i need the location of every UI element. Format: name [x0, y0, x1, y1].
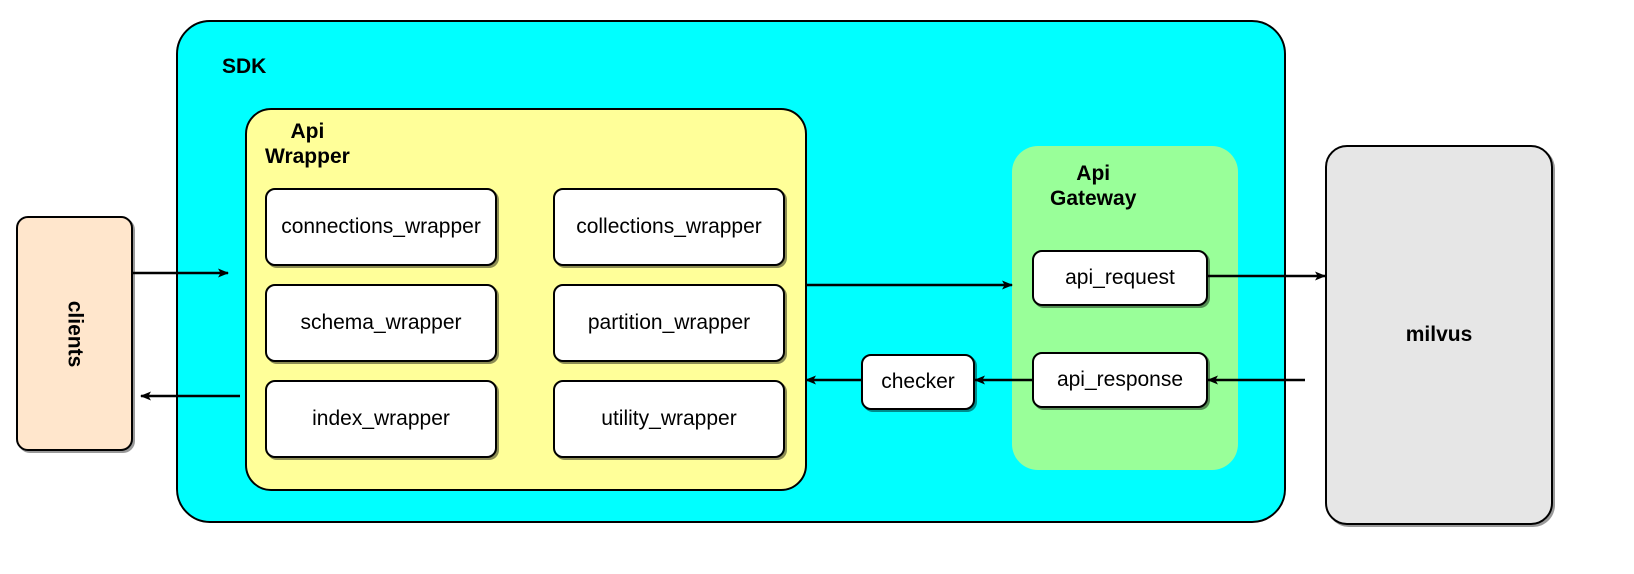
node-utility-wrapper[interactable]: utility_wrapper — [553, 380, 785, 458]
node-connections-wrapper[interactable]: connections_wrapper — [265, 188, 497, 266]
node-label: partition_wrapper — [587, 311, 751, 334]
node-collections-wrapper[interactable]: collections_wrapper — [553, 188, 785, 266]
sdk-container-label: SDK — [222, 55, 267, 78]
api-gateway-container: Api Gateway — [1012, 146, 1238, 470]
node-api-response[interactable]: api_response — [1032, 352, 1208, 408]
api-gateway-container-label: Api Gateway — [1050, 162, 1137, 210]
milvus-label: milvus — [1405, 323, 1473, 346]
node-label: api_request — [1065, 266, 1175, 289]
node-label: collections_wrapper — [576, 215, 762, 238]
node-partition-wrapper[interactable]: partition_wrapper — [553, 284, 785, 362]
node-label: api_response — [1056, 368, 1184, 391]
node-label: schema_wrapper — [300, 311, 462, 334]
api-wrapper-container-label: Api Wrapper — [265, 120, 350, 168]
node-label: index_wrapper — [312, 407, 450, 430]
milvus-box[interactable]: milvus — [1325, 145, 1553, 525]
node-checker[interactable]: checker — [861, 354, 975, 410]
node-label: utility_wrapper — [601, 407, 737, 430]
node-index-wrapper[interactable]: index_wrapper — [265, 380, 497, 458]
node-schema-wrapper[interactable]: schema_wrapper — [265, 284, 497, 362]
node-label: checker — [881, 370, 955, 393]
node-label: connections_wrapper — [281, 215, 481, 238]
clients-box[interactable]: clients — [16, 216, 133, 451]
clients-label: clients — [63, 300, 87, 367]
node-api-request[interactable]: api_request — [1032, 250, 1208, 306]
